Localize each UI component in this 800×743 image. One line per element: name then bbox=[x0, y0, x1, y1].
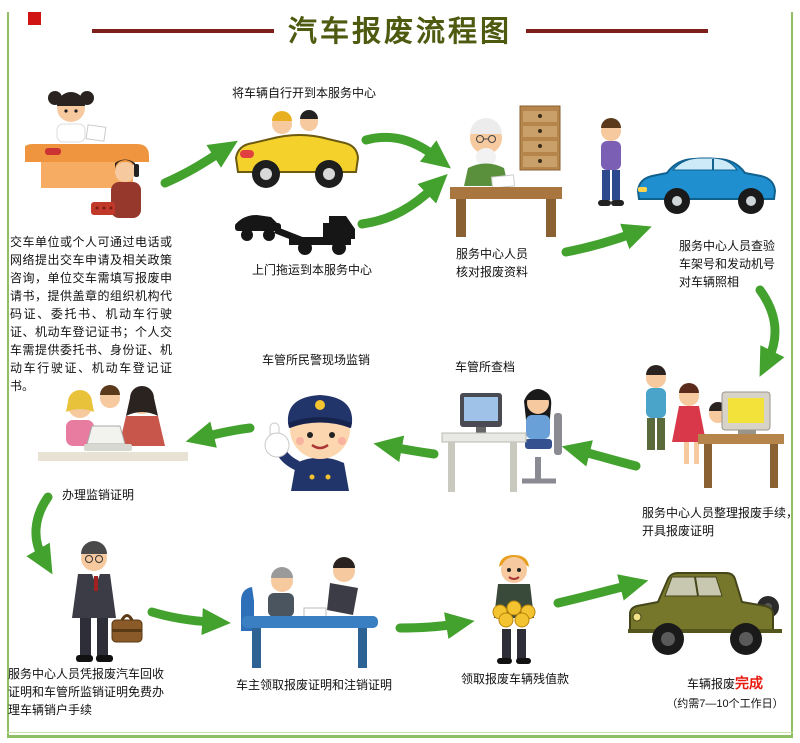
title-rule-right bbox=[526, 29, 708, 33]
frame-left bbox=[7, 12, 9, 735]
caption-supervision-certificate: 办理监销证明 bbox=[62, 488, 135, 502]
briefcase-man-illustration bbox=[52, 540, 147, 668]
arrow-drive-to-verify bbox=[361, 132, 451, 169]
arrow-cancel-to-owner bbox=[147, 607, 231, 635]
arrow-paperwork-to-records bbox=[561, 440, 641, 471]
signing-desk-illustration bbox=[224, 551, 394, 673]
jeep-graphic bbox=[628, 572, 782, 655]
laptop-women-graphic bbox=[38, 385, 188, 461]
paperwork-scene-graphic bbox=[646, 365, 784, 488]
frame-bottom bbox=[7, 735, 793, 738]
caption-records-check: 车管所查档 bbox=[455, 360, 516, 374]
arrow-apply-to-drive bbox=[160, 140, 238, 188]
tow-truck-illustration bbox=[233, 203, 359, 257]
tow-truck-graphic bbox=[235, 215, 355, 255]
police-officer-illustration bbox=[254, 365, 384, 495]
caption-drive-in: 将车辆自行开到本服务中心 bbox=[232, 86, 377, 100]
arrow-supervise-down bbox=[26, 492, 53, 575]
reception-scene-graphic bbox=[25, 91, 149, 218]
arrow-verify-to-inspect bbox=[561, 223, 652, 257]
yellow-car-graphic bbox=[234, 110, 360, 188]
frame-right bbox=[791, 12, 793, 735]
caption-residual-payment: 领取报废车辆残值款 bbox=[461, 672, 570, 686]
caption-cancel-registration: 服务中心人员凭报废汽车回收证明和车管所监销证明免费办理车辆销户手续 bbox=[8, 667, 165, 717]
clerk-desk-illustration bbox=[448, 90, 566, 242]
caption-verify-documents: 服务中心人员核对报废资料 bbox=[456, 247, 529, 279]
inspection-illustration bbox=[593, 115, 790, 232]
caption-scrap-complete: 车辆报废完成 （约需7—10个工作日） bbox=[650, 673, 800, 713]
inspection-scene-graphic bbox=[598, 118, 777, 214]
arrow-records-to-police bbox=[373, 435, 439, 463]
done-note: （约需7—10个工作日） bbox=[666, 698, 784, 710]
caption-owner-certificates: 车主领取报废证明和注销证明 bbox=[236, 678, 393, 692]
caption-police-supervision: 车管所民警现场监销 bbox=[262, 353, 371, 367]
records-scene-graphic bbox=[441, 389, 562, 492]
police-graphic bbox=[264, 395, 353, 491]
records-check-illustration bbox=[438, 373, 578, 497]
arrow-inspect-down bbox=[755, 285, 785, 377]
money-man-graphic bbox=[492, 555, 536, 664]
title-rule-left bbox=[92, 29, 274, 33]
clerk-scene-graphic bbox=[450, 105, 562, 237]
done-line: 车辆报废完成 bbox=[650, 673, 800, 694]
frame-bottom-light bbox=[7, 732, 793, 733]
corner-red-square bbox=[28, 12, 41, 25]
arrow-residual-to-done bbox=[553, 574, 649, 608]
briefcase-man-graphic bbox=[72, 541, 143, 662]
done-prefix: 车辆报废 bbox=[686, 677, 735, 691]
signing-scene-graphic bbox=[241, 557, 378, 668]
drive-in-car-illustration bbox=[230, 102, 362, 197]
caption-inspect-vehicle: 服务中心人员查验车架号和发动机号对车辆照相 bbox=[679, 239, 776, 289]
page-title: 汽车报废流程图 bbox=[287, 16, 512, 48]
paperwork-illustration bbox=[634, 356, 790, 502]
caption-apply: 交车单位或个人可通过电话或网络提出交车申请及相关政策咨询，单位交车需填写报废申请… bbox=[10, 235, 172, 393]
caption-paperwork: 服务中心人员整理报废手续，开具报废证明 bbox=[642, 506, 799, 538]
arrow-owner-to-residual bbox=[395, 612, 475, 639]
supervision-illustration bbox=[28, 380, 198, 484]
arrow-police-to-supervise bbox=[185, 421, 255, 448]
scrapped-jeep-illustration bbox=[622, 549, 788, 665]
residual-money-illustration bbox=[476, 549, 552, 669]
reception-illustration bbox=[25, 80, 165, 232]
done-highlight: 完成 bbox=[735, 675, 763, 691]
arrow-tow-to-verify bbox=[357, 173, 448, 229]
caption-tow-in: 上门拖运到本服务中心 bbox=[252, 263, 373, 277]
